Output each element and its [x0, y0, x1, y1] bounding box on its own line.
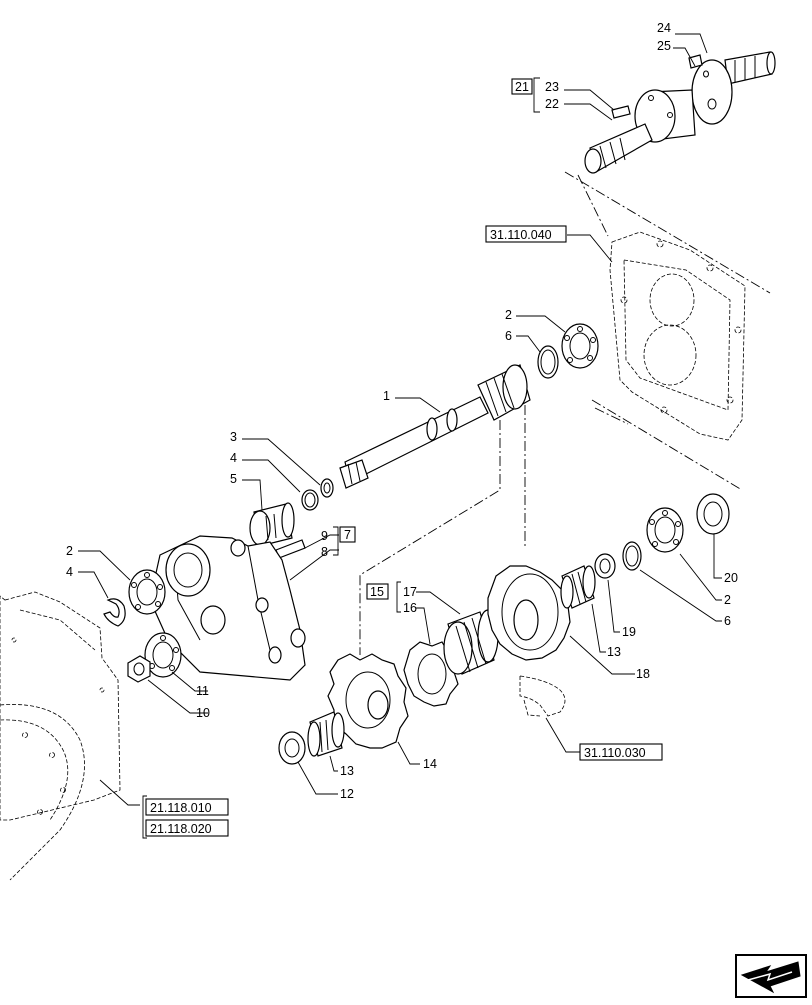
gear-14: [327, 653, 409, 749]
gear-housing: [149, 535, 306, 681]
ball-bearing-11: [144, 632, 182, 678]
thrust-washer-19: [594, 553, 616, 579]
seal-20: [696, 493, 730, 535]
part-label-21: 21: [515, 80, 529, 94]
circlip-6-right: [622, 541, 642, 571]
needle-bearing-13-right: [560, 565, 596, 609]
part-label-12: 12: [340, 787, 354, 801]
part-label-19: 19: [622, 625, 636, 639]
ref-21-118-010[interactable]: 21.118.010: [145, 798, 229, 816]
circlip-4-left: [103, 598, 126, 627]
dowel-pin-8-9: [275, 539, 306, 559]
part-label-13b: 13: [340, 764, 354, 778]
ghost-shift-fork: [519, 675, 566, 717]
assembly-centerlines: [359, 171, 771, 655]
output-shaft-assembly: [584, 51, 776, 174]
part-label-22: 22: [545, 97, 559, 111]
part-label-8: 8: [321, 545, 328, 559]
part-label-2c: 2: [724, 593, 731, 607]
part-labels: 24 25 21 23 22 2 6 1 3 4 5 9 8 7 2 4 11 …: [66, 21, 738, 801]
part-label-6b: 6: [724, 614, 731, 628]
part-label-6a: 6: [505, 329, 512, 343]
part-label-13a: 13: [607, 645, 621, 659]
needle-bearing-13-left: [307, 711, 345, 757]
splined-sleeve-5: [249, 502, 295, 547]
part-box-7: [339, 526, 356, 543]
ghost-transmission-housing: [0, 591, 121, 881]
nut-10: [127, 655, 151, 683]
ref-21-118-020[interactable]: 21.118.020: [145, 819, 229, 837]
part-label-2a: 2: [505, 308, 512, 322]
part-label-15: 15: [370, 585, 384, 599]
part-label-9: 9: [321, 529, 328, 543]
svg-text:31.110.030: 31.110.030: [584, 746, 646, 760]
part-label-3: 3: [230, 430, 237, 444]
svg-text:21.118.020: 21.118.020: [150, 822, 212, 836]
leader-lines: [78, 33, 722, 839]
part-label-18: 18: [636, 667, 650, 681]
ball-bearing-2-right: [646, 507, 684, 553]
part-label-23: 23: [545, 80, 559, 94]
circlip-6-upper: [537, 345, 559, 379]
gear-18: [487, 565, 571, 661]
needle-bearing-3: [320, 478, 334, 498]
part-label-1: 1: [383, 389, 390, 403]
circlip-4-upper: [301, 489, 319, 511]
part-label-17: 17: [403, 585, 417, 599]
reference-boxes[interactable]: 31.110.040 31.110.030 21.118.010 21.118.…: [145, 225, 663, 837]
ref-31-110-040[interactable]: 31.110.040: [485, 225, 567, 243]
part-label-14: 14: [423, 757, 437, 771]
part-box-15: [366, 583, 389, 600]
thrust-washer-12: [278, 731, 306, 765]
arrow-icon[interactable]: [735, 954, 807, 998]
input-shaft-1: [339, 364, 531, 489]
part-label-4a: 4: [230, 451, 237, 465]
part-label-4b: 4: [66, 565, 73, 579]
part-label-25: 25: [657, 39, 671, 53]
part-label-11: 11: [196, 684, 209, 698]
part-label-7: 7: [344, 528, 351, 542]
part-label-24: 24: [657, 21, 671, 35]
part-label-5: 5: [230, 472, 237, 486]
part-label-16: 16: [403, 601, 417, 615]
part-box-21: [511, 78, 533, 95]
part-label-2b: 2: [66, 544, 73, 558]
ball-bearing-2-left: [128, 569, 166, 615]
ghost-gearbox-cover: [609, 231, 746, 441]
ball-bearing-2-upper: [561, 323, 599, 369]
ref-31-110-030[interactable]: 31.110.030: [579, 743, 663, 761]
svg-text:21.118.010: 21.118.010: [150, 801, 212, 815]
svg-text:31.110.040: 31.110.040: [490, 228, 552, 242]
part-label-10: 10: [196, 706, 210, 720]
part-label-20: 20: [724, 571, 738, 585]
